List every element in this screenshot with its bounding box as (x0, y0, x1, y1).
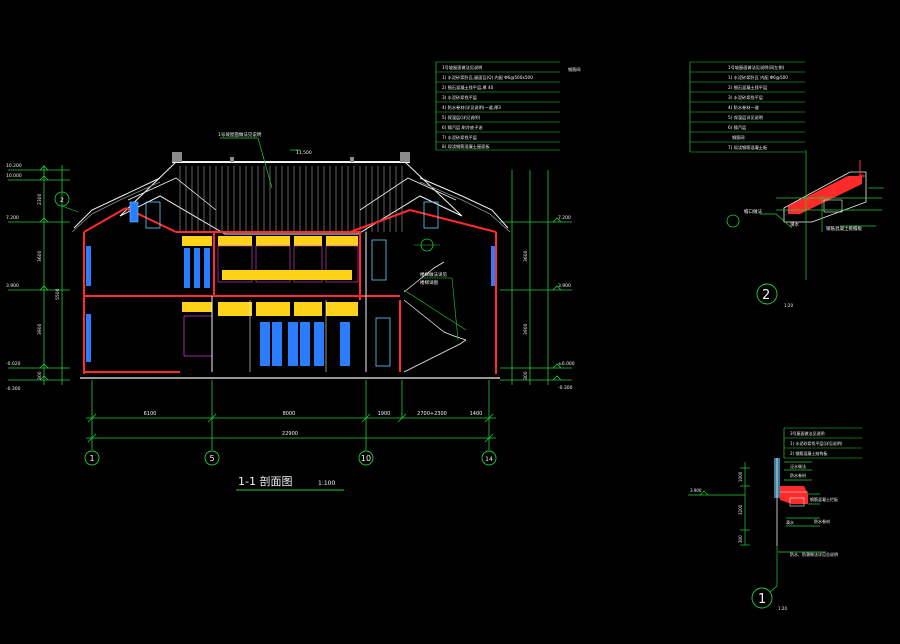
roof-note: 1号坡屋面做法见说明 (218, 131, 262, 138)
detail-2-drawing: 1号坡屋面做法见说明(同左侧) 1) 水泥砂浆卧瓦 内配 Φ6@500 2) 细… (689, 61, 884, 308)
main-section-drawing: 6100 8000 1900 2700+2300 1400 22900 1 5 … (6, 61, 581, 491)
bottom-dimension-lines (86, 413, 496, 443)
spec-line: 1) 水泥砂浆卧瓦 内配 Φ6@500 (728, 74, 788, 81)
detail-number: 2 (762, 288, 770, 303)
spec-line: 1) 水泥砂浆找平层(详见说明) (790, 440, 843, 446)
spec-line: 5) 保温层详见说明 (728, 114, 763, 121)
detail-scale: 1:20 (784, 303, 793, 308)
roof (71, 152, 511, 235)
spec-side-note: 钢筋网 (568, 66, 581, 73)
elevation-text: 3.900 (690, 488, 702, 493)
elevation-text: -0.300 (6, 386, 21, 392)
detail-note: 泛水做法 (790, 463, 806, 469)
elevation-text: 7.200 (558, 215, 571, 221)
right-dim-texts: 3600 3900 300 (523, 250, 529, 380)
dim-text: 1000 (738, 471, 743, 482)
stair-note: 楼梯做法详见 (420, 271, 447, 278)
detail-scale: 1:20 (778, 606, 787, 611)
spec-line: 4) 防水卷材(详见说明)一道,厚3 (442, 104, 501, 111)
dim-text: 6100 (144, 411, 157, 417)
ridge-elevation: 11.500 (296, 150, 312, 156)
axis-label: 14 (485, 456, 493, 463)
spec-line: 2) 钢筋混凝土结构板 (790, 450, 827, 456)
dim-text: 3200 (738, 504, 743, 515)
spec-line: 3号屋面做法见说明 (790, 430, 825, 436)
dim-text: 2700+2300 (417, 411, 447, 417)
detail-number: 1 (758, 592, 766, 607)
section-scale: 1:100 (318, 480, 335, 487)
right-elevation-marks (500, 170, 572, 385)
elevation-text: 7.200 (6, 215, 19, 221)
dim-text: 1900 (378, 411, 391, 417)
dim-text: 5500 (55, 288, 61, 300)
left-elevation-texts: 10.200 10.000 7.200 3.900 -0.020 -0.300 (6, 163, 22, 392)
dim-text: 3600 (37, 250, 43, 262)
right-elevation-texts: 7.200 3.900 ±0.000 -0.300 (558, 215, 575, 391)
axis-label: 5 (209, 454, 214, 463)
detail-note: 钢筋混凝土栏板 (810, 496, 838, 502)
detail-note: 防水、防潮做法详见总说明 (790, 551, 838, 557)
dim-text: 3900 (37, 323, 43, 335)
elevation-text: -0.300 (558, 385, 573, 391)
spec-line: 8) 现浇钢筋混凝土屋面板 (442, 143, 490, 150)
detail-note: 防水卷材 (814, 518, 830, 524)
elevation-text: 3.900 (558, 283, 571, 289)
dim-text: 300 (37, 371, 43, 380)
spec-line: 5) 保温层(详见说明) (442, 114, 481, 121)
lower-floor-decor (182, 232, 391, 372)
upper-floor-decor (182, 236, 387, 288)
dim-text: 1400 (470, 411, 483, 417)
dim-text: 3600 (523, 250, 529, 262)
dim-text: 300 (738, 535, 743, 543)
spec-line: 7) 水泥砂浆找平层 (442, 134, 477, 141)
drip-note: 滴水 (790, 221, 799, 228)
elevation-text: 3.900 (6, 283, 19, 289)
bottom-dimension-texts: 6100 8000 1900 2700+2300 1400 22900 (144, 411, 483, 437)
spec-line: 6) 隔汽层 刷冷底子油 (442, 124, 482, 131)
slab-note: 钢筋混凝土挑檐板 (826, 225, 862, 232)
spec-side-note: 钢筋网 (732, 134, 745, 141)
dim-text: 300 (523, 371, 529, 380)
detail-note: 滴水 (786, 519, 794, 525)
left-dim-texts: 2300 3600 3900 5500 300 (37, 193, 61, 380)
detail-callout: 2 (60, 197, 64, 204)
spec-line: 1) 水泥砂浆卧瓦,屋面瓦(Q) 内配 Φ6@500x500 (442, 74, 533, 81)
spec-line: 6) 隔汽层 (728, 124, 746, 131)
detail-note: 防水卷材 (790, 472, 806, 478)
spec-line: 7) 现浇钢筋混凝土板 (728, 144, 768, 151)
spec-line: 3) 水泥砂浆找平层 (728, 94, 763, 101)
spec-line: 1号坡屋面做法见说明 (442, 64, 482, 71)
eave-note: 檐口做法 (744, 208, 762, 215)
axis-label: 10 (361, 454, 371, 463)
dim-text: 2300 (37, 193, 43, 205)
dim-text: 8000 (283, 411, 296, 417)
spec-line: 1号坡屋面做法见说明(同左侧) (728, 64, 785, 71)
spec-note-table: 1号坡屋面做法见说明 1) 水泥砂浆卧瓦,屋面瓦(Q) 内配 Φ6@500x50… (435, 61, 581, 151)
dim-text: 3900 (523, 323, 529, 335)
spec-line: 2) 细石混凝土找平层,厚 40 (442, 84, 494, 91)
total-dim-text: 22900 (282, 431, 298, 437)
structure-red (83, 207, 497, 374)
stair-note: 楼梯详图 (420, 279, 438, 286)
elevation-text: 10.000 (6, 173, 22, 179)
spec-line: 3) 水泥砂浆找平层 (442, 94, 477, 101)
stairs (403, 261, 467, 373)
axis-label: 1 (89, 454, 94, 463)
spec-line: 2) 细石混凝土找平层 (728, 84, 767, 91)
detail-1-drawing: 3号屋面做法见说明 1) 水泥砂浆找平层(详见说明) 2) 钢筋混凝土结构板 (688, 427, 862, 611)
section-title: 1-1 剖面图 (238, 474, 292, 488)
elevation-text: -0.020 (6, 361, 21, 367)
elevation-text: ±0.000 (558, 361, 575, 367)
elevation-text: 10.200 (6, 163, 22, 169)
spec-line: 4) 防水卷材一道 (728, 104, 760, 111)
axis-bubbles: 1 5 10 14 (84, 450, 497, 466)
left-elevation-marks (8, 165, 70, 385)
